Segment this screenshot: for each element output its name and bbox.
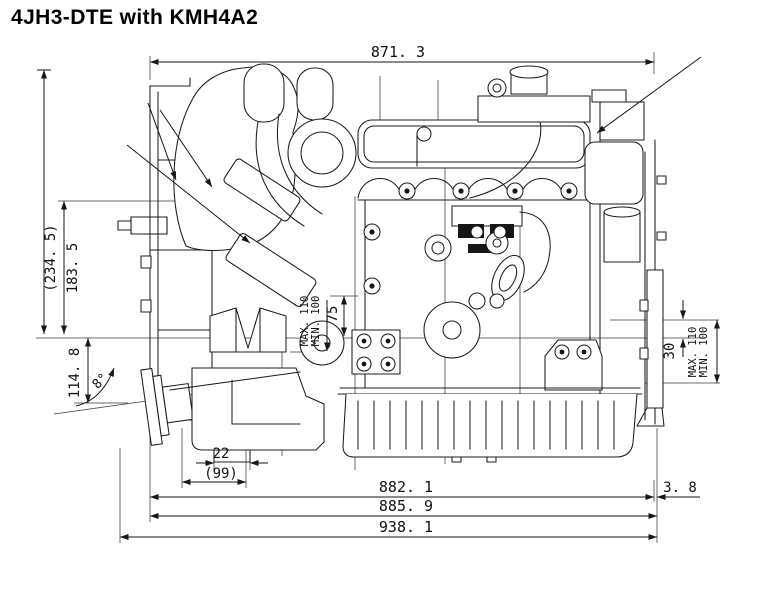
fuel-injection-pump: [423, 205, 551, 359]
heat-exchanger-and-filler-cap: [477, 65, 645, 141]
dim-right-offset: 30: [662, 343, 678, 360]
dim-top-width: 871. 3: [371, 43, 425, 61]
dim-length-mid: 885. 9: [379, 497, 433, 515]
turbocharger-and-intake: [173, 63, 357, 307]
pto-cover: [423, 301, 481, 359]
dim-height-above-crank: 183. 5: [65, 243, 81, 294]
dim-flange-width: (99): [204, 466, 238, 482]
lifting-eye: [487, 78, 507, 98]
page-title: 4JH3-DTE with KMH4A2: [11, 6, 259, 29]
marine-gearbox-kmh4a2: [140, 367, 325, 463]
dim-overall-height-ref: (234. 5): [43, 224, 59, 291]
engine-mount-feet: [209, 307, 603, 391]
dimension-lines: [37, 59, 720, 540]
dim-mid-mount-max: MAX. 110: [299, 296, 311, 347]
dim-drop-to-output: 114. 8: [67, 348, 83, 399]
dim-flange-offset: 22: [213, 446, 230, 462]
valve-cover: [357, 119, 599, 201]
dim-length-overall: 938. 1: [379, 518, 433, 536]
dipstick-handle: [416, 126, 432, 142]
dim-right-mount-max: MAX. 110: [687, 327, 699, 378]
dim-mid-foot-height: 75: [325, 306, 341, 323]
dimension-labels: 871. 3 (234. 5) 183. 5 114. 8 8° MAX. 11…: [43, 43, 710, 536]
dim-right-mount-min: MIN. 100: [698, 327, 710, 378]
dim-mid-mount-min: MIN. 100: [310, 296, 322, 347]
dim-tilt-angle: 8°: [90, 371, 112, 393]
dim-length-block: 882. 1: [379, 478, 433, 496]
oil-pan: [337, 387, 643, 463]
leader-lines: [126, 56, 702, 244]
oil-pan-fins: [357, 400, 615, 450]
dim-length-gap: 3. 8: [663, 480, 697, 496]
rear-mount-plate: [646, 269, 664, 409]
